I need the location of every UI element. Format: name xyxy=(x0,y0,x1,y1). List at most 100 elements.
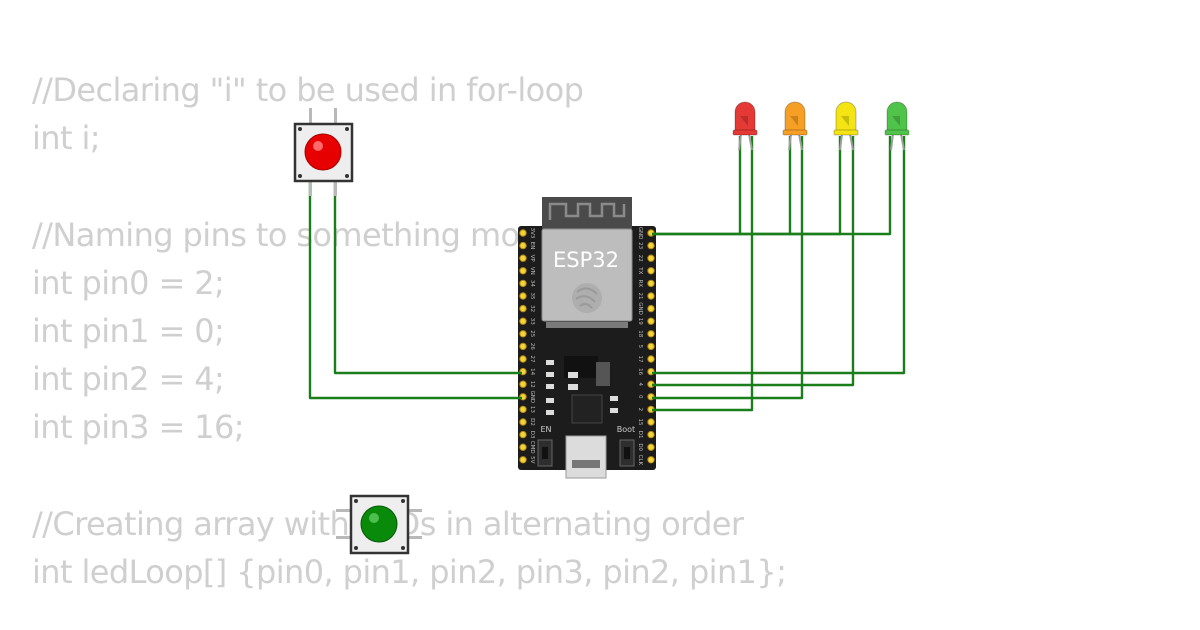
header-pin[interactable] xyxy=(519,430,527,439)
button-cap xyxy=(360,505,398,543)
led-body xyxy=(734,101,756,135)
pin-label: GND xyxy=(637,227,643,240)
header-pin[interactable] xyxy=(519,418,527,426)
header-pin[interactable] xyxy=(647,279,655,288)
header-pin[interactable] xyxy=(647,330,655,338)
pin-label: 16 xyxy=(637,368,643,375)
led-leg xyxy=(900,133,905,151)
usb-chip xyxy=(571,394,603,424)
led-body xyxy=(784,101,806,135)
header-pin[interactable] xyxy=(519,279,527,288)
pin-label: 12 xyxy=(529,381,535,388)
wire-button-b[interactable] xyxy=(308,180,522,400)
led-rim xyxy=(782,129,808,136)
header-pin[interactable] xyxy=(647,456,655,464)
regulator xyxy=(596,362,610,386)
wire-pin4-yellow[interactable] xyxy=(652,136,855,387)
pin-label: D3 xyxy=(529,431,535,439)
header-pin[interactable] xyxy=(519,342,527,351)
pin-label: VN xyxy=(529,267,535,275)
header-pin[interactable] xyxy=(519,317,527,325)
yellow-led[interactable] xyxy=(833,101,859,151)
led-body xyxy=(886,101,908,135)
pin-label: EN xyxy=(529,242,535,250)
header-pin[interactable] xyxy=(647,267,655,275)
esp32-module xyxy=(541,228,633,322)
header-pin[interactable] xyxy=(647,304,655,313)
code-line: int pin2 = 4; xyxy=(32,360,225,399)
wire-pin2-red[interactable] xyxy=(652,136,754,412)
header-pin[interactable] xyxy=(647,355,655,363)
pin-label: 2 xyxy=(637,408,643,412)
left-header: 3V3ENVPVN343532332526271412GND13D2D3CMD5… xyxy=(519,228,535,464)
header-pin[interactable] xyxy=(647,342,655,351)
pin-label: CMD xyxy=(529,441,535,454)
wire-gnd-green[interactable] xyxy=(652,136,892,236)
led-leg xyxy=(849,133,854,151)
wire-gnd-orange[interactable] xyxy=(740,136,792,236)
code-line: int pin3 = 16; xyxy=(32,408,245,447)
header-pin[interactable] xyxy=(519,292,527,300)
pin-label: D2 xyxy=(529,418,535,426)
pin-label: CLK xyxy=(637,455,643,466)
header-pin[interactable] xyxy=(647,292,655,300)
led-leg xyxy=(890,133,894,151)
pin-label: 34 xyxy=(529,280,535,287)
header-pin[interactable] xyxy=(647,317,655,325)
header-pin[interactable] xyxy=(647,254,655,262)
wire-gnd-red[interactable] xyxy=(652,136,742,236)
header-pin[interactable] xyxy=(519,304,527,313)
header-pin[interactable] xyxy=(647,430,655,439)
code-line: int pin0 = 2; xyxy=(32,263,225,302)
header-pin[interactable] xyxy=(519,380,527,388)
code-line: int ledLoop[] {pin0, pin1, pin2, pin3, p… xyxy=(32,552,787,591)
esp32-board[interactable]: ESP32 EN Boot 3V3ENVPVN34353233252627141… xyxy=(518,197,656,479)
wire-button-a[interactable] xyxy=(333,180,522,375)
led-rim xyxy=(732,129,758,136)
led-body xyxy=(835,101,857,135)
pin-label: 3V3 xyxy=(529,228,535,239)
header-pin[interactable] xyxy=(519,229,527,237)
antenna xyxy=(542,197,632,229)
header-pin[interactable] xyxy=(519,405,527,414)
header-pin[interactable] xyxy=(647,443,655,451)
pin-label: 15 xyxy=(637,419,643,426)
pin-label: 18 xyxy=(637,330,643,337)
module-label: ESP32 xyxy=(553,248,619,272)
header-pin[interactable] xyxy=(519,241,527,250)
wire-pin16-green[interactable] xyxy=(652,136,906,375)
header-pin[interactable] xyxy=(519,456,527,464)
pin-label: 32 xyxy=(529,305,535,312)
pin-label: 17 xyxy=(637,356,643,363)
led-leg xyxy=(748,133,753,151)
header-pin[interactable] xyxy=(519,443,527,451)
led-leg xyxy=(788,133,792,151)
header-pin[interactable] xyxy=(647,241,655,250)
header-pin[interactable] xyxy=(519,330,527,338)
en-label: EN xyxy=(540,425,551,434)
boot-label: Boot xyxy=(617,425,635,434)
red-pushbutton[interactable] xyxy=(293,108,354,196)
red-led[interactable] xyxy=(732,101,758,151)
wire-pin0-orange[interactable] xyxy=(652,136,804,400)
pin-label: D1 xyxy=(637,431,643,439)
pin-label: 14 xyxy=(529,368,535,375)
wire-gnd-yellow[interactable] xyxy=(790,136,842,236)
pin-label: 27 xyxy=(529,356,535,363)
header-pin[interactable] xyxy=(519,267,527,275)
pin-label: VP xyxy=(529,255,535,263)
header-pin[interactable] xyxy=(647,418,655,426)
green-pushbutton[interactable] xyxy=(336,494,422,555)
button-body xyxy=(349,494,410,555)
led-reflector xyxy=(892,116,900,126)
header-pin[interactable] xyxy=(519,254,527,262)
header-pin[interactable] xyxy=(519,355,527,363)
orange-led[interactable] xyxy=(782,101,808,151)
pin-label: 0 xyxy=(637,395,643,399)
wires xyxy=(308,136,906,412)
green-led[interactable] xyxy=(884,101,910,151)
led-rim xyxy=(884,129,910,136)
pin-label: 25 xyxy=(529,330,535,337)
code-line: int pin1 = 0; xyxy=(32,311,225,350)
antenna-trace xyxy=(548,202,626,220)
